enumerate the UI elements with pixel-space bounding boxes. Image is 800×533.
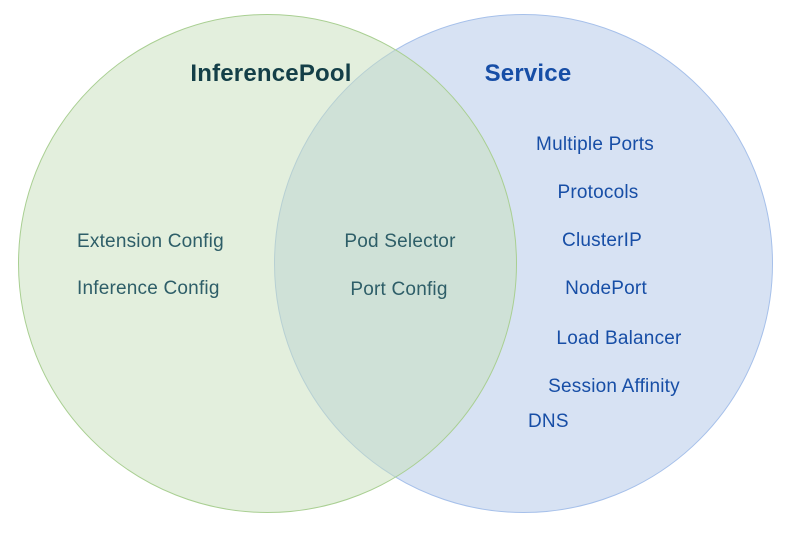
- service-item-protocols: Protocols: [557, 182, 639, 203]
- service-item-dns: DNS: [528, 411, 569, 432]
- inferencepool-circle: [18, 14, 517, 513]
- overlap-item-port-config: Port Config: [350, 279, 448, 300]
- inferencepool-item-extension-config: Extension Config: [77, 231, 224, 252]
- service-item-session-affinity: Session Affinity: [548, 376, 680, 397]
- service-item-multiple-ports: Multiple Ports: [536, 134, 654, 155]
- service-item-clusterip: ClusterIP: [562, 230, 642, 251]
- overlap-item-pod-selector: Pod Selector: [344, 231, 456, 252]
- service-title: Service: [484, 60, 572, 87]
- inferencepool-item-inference-config: Inference Config: [77, 278, 220, 299]
- service-item-nodeport: NodePort: [565, 278, 647, 299]
- inferencepool-title: InferencePool: [190, 60, 352, 87]
- service-item-load-balancer: Load Balancer: [556, 328, 682, 349]
